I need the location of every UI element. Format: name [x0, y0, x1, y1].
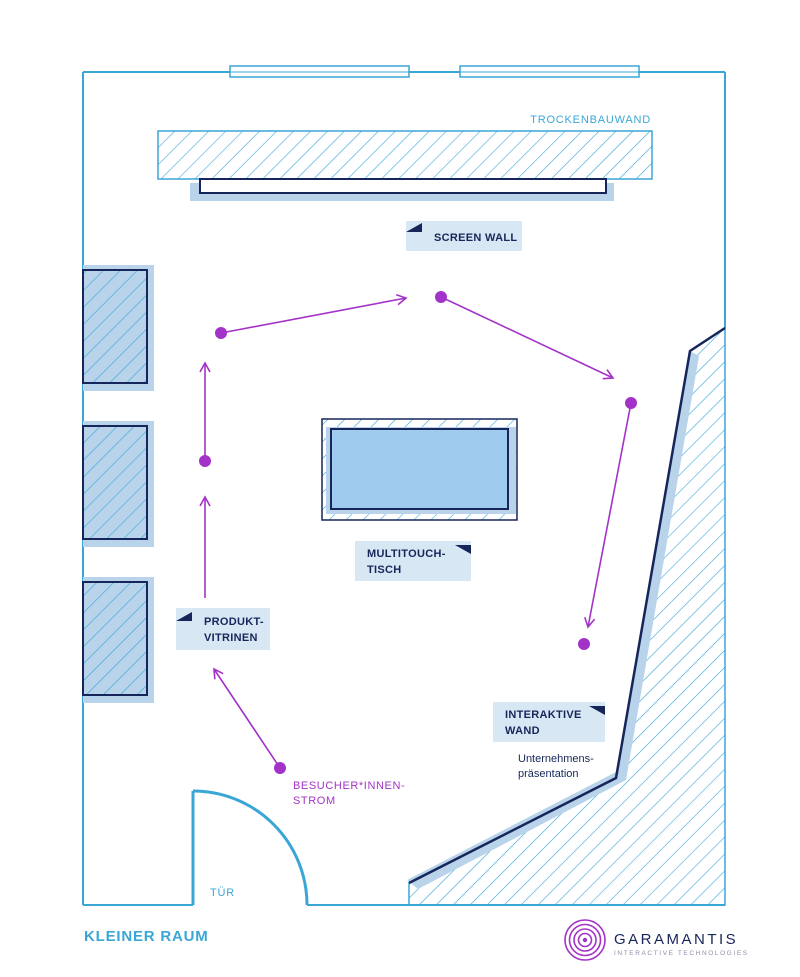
room-title: KLEINER RAUM: [84, 928, 209, 945]
presentation-label-2: präsentation: [518, 768, 579, 780]
flow-point: [215, 327, 227, 339]
screen-wall-label: SCREEN WALL: [434, 232, 517, 244]
window-right: [459, 65, 640, 78]
flow-point: [274, 762, 286, 774]
flow-arrow-5: [440, 296, 615, 380]
flow-arrow-1: [213, 667, 281, 769]
showcase-label-2: VITRINEN: [204, 632, 258, 644]
screen-wall-tag: SCREEN WALL: [406, 221, 522, 251]
showcase-tag: PRODUKT- VITRINEN: [176, 608, 270, 650]
interactive-wall: [407, 326, 726, 906]
flow-label-2: STROM: [293, 795, 336, 807]
drywall: [157, 130, 653, 201]
flow-point: [625, 397, 637, 409]
interactive-wall-label-1: INTERAKTIVE: [505, 709, 582, 721]
flow-point: [199, 455, 211, 467]
flow-point: [435, 291, 447, 303]
door: [191, 789, 309, 906]
visitor-flow: [199, 291, 637, 774]
flow-label-1: BESUCHER*INNEN-: [293, 780, 405, 792]
showcase-label-1: PRODUKT-: [204, 616, 264, 628]
presentation-label-1: Unternehmens-: [518, 753, 594, 765]
multitouch-label-2: TISCH: [367, 564, 402, 576]
garamantis-spiral-logo-icon: [564, 919, 606, 961]
flow-arrow-6: [584, 402, 632, 629]
brand-name: GARAMANTIS: [614, 931, 738, 948]
brand-tagline: INTERACTIVE TECHNOLOGIES: [614, 950, 749, 957]
window-left: [229, 65, 410, 78]
showcase-bottom: [82, 577, 154, 703]
drywall-label: TROCKENBAUWAND: [530, 114, 651, 126]
interactive-wall-tag: INTERAKTIVE WAND: [493, 702, 605, 742]
multitouch-tag: MULTITOUCH- TISCH: [355, 541, 471, 581]
flow-arrow-4: [220, 294, 408, 334]
flow-point: [578, 638, 590, 650]
multitouch-table: [321, 418, 518, 521]
door-label: TÜR: [210, 887, 235, 899]
multitouch-label-1: MULTITOUCH-: [367, 548, 446, 560]
showcase-middle: [82, 421, 154, 547]
interactive-wall-label-2: WAND: [505, 725, 540, 737]
showcase-top: [82, 265, 154, 391]
